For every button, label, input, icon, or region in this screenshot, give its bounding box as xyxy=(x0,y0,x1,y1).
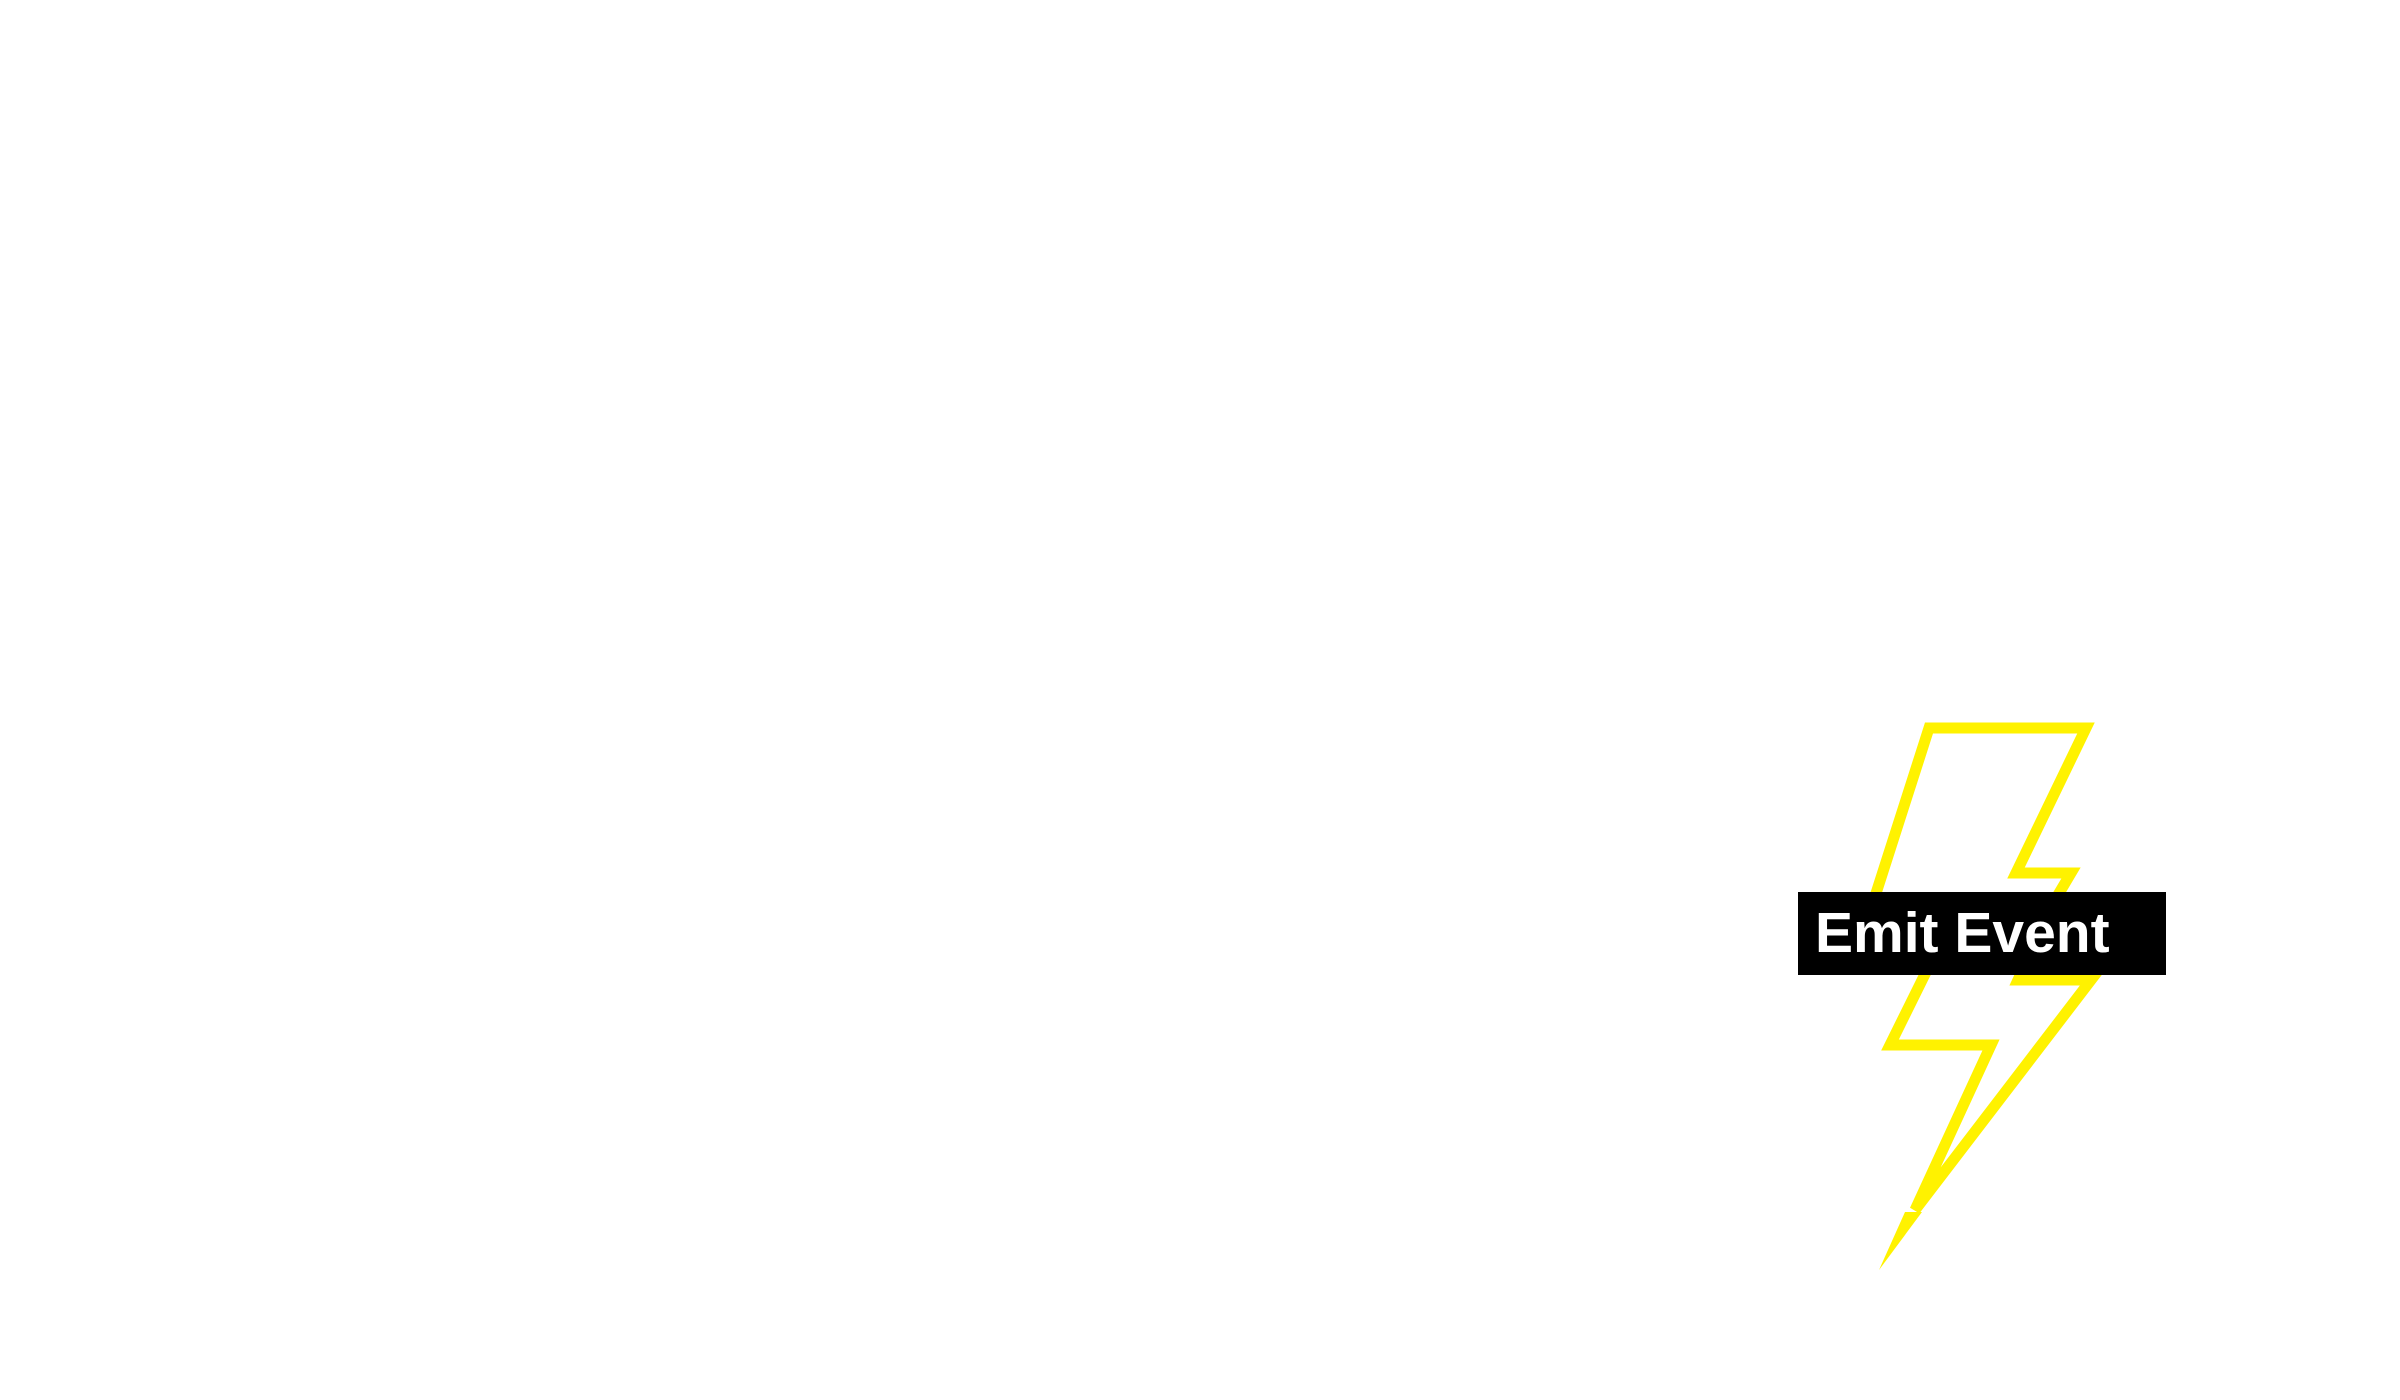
emit-event-label[interactable]: Emit Event xyxy=(1798,892,2166,975)
lightning-bolt-tip xyxy=(1879,1212,1922,1270)
